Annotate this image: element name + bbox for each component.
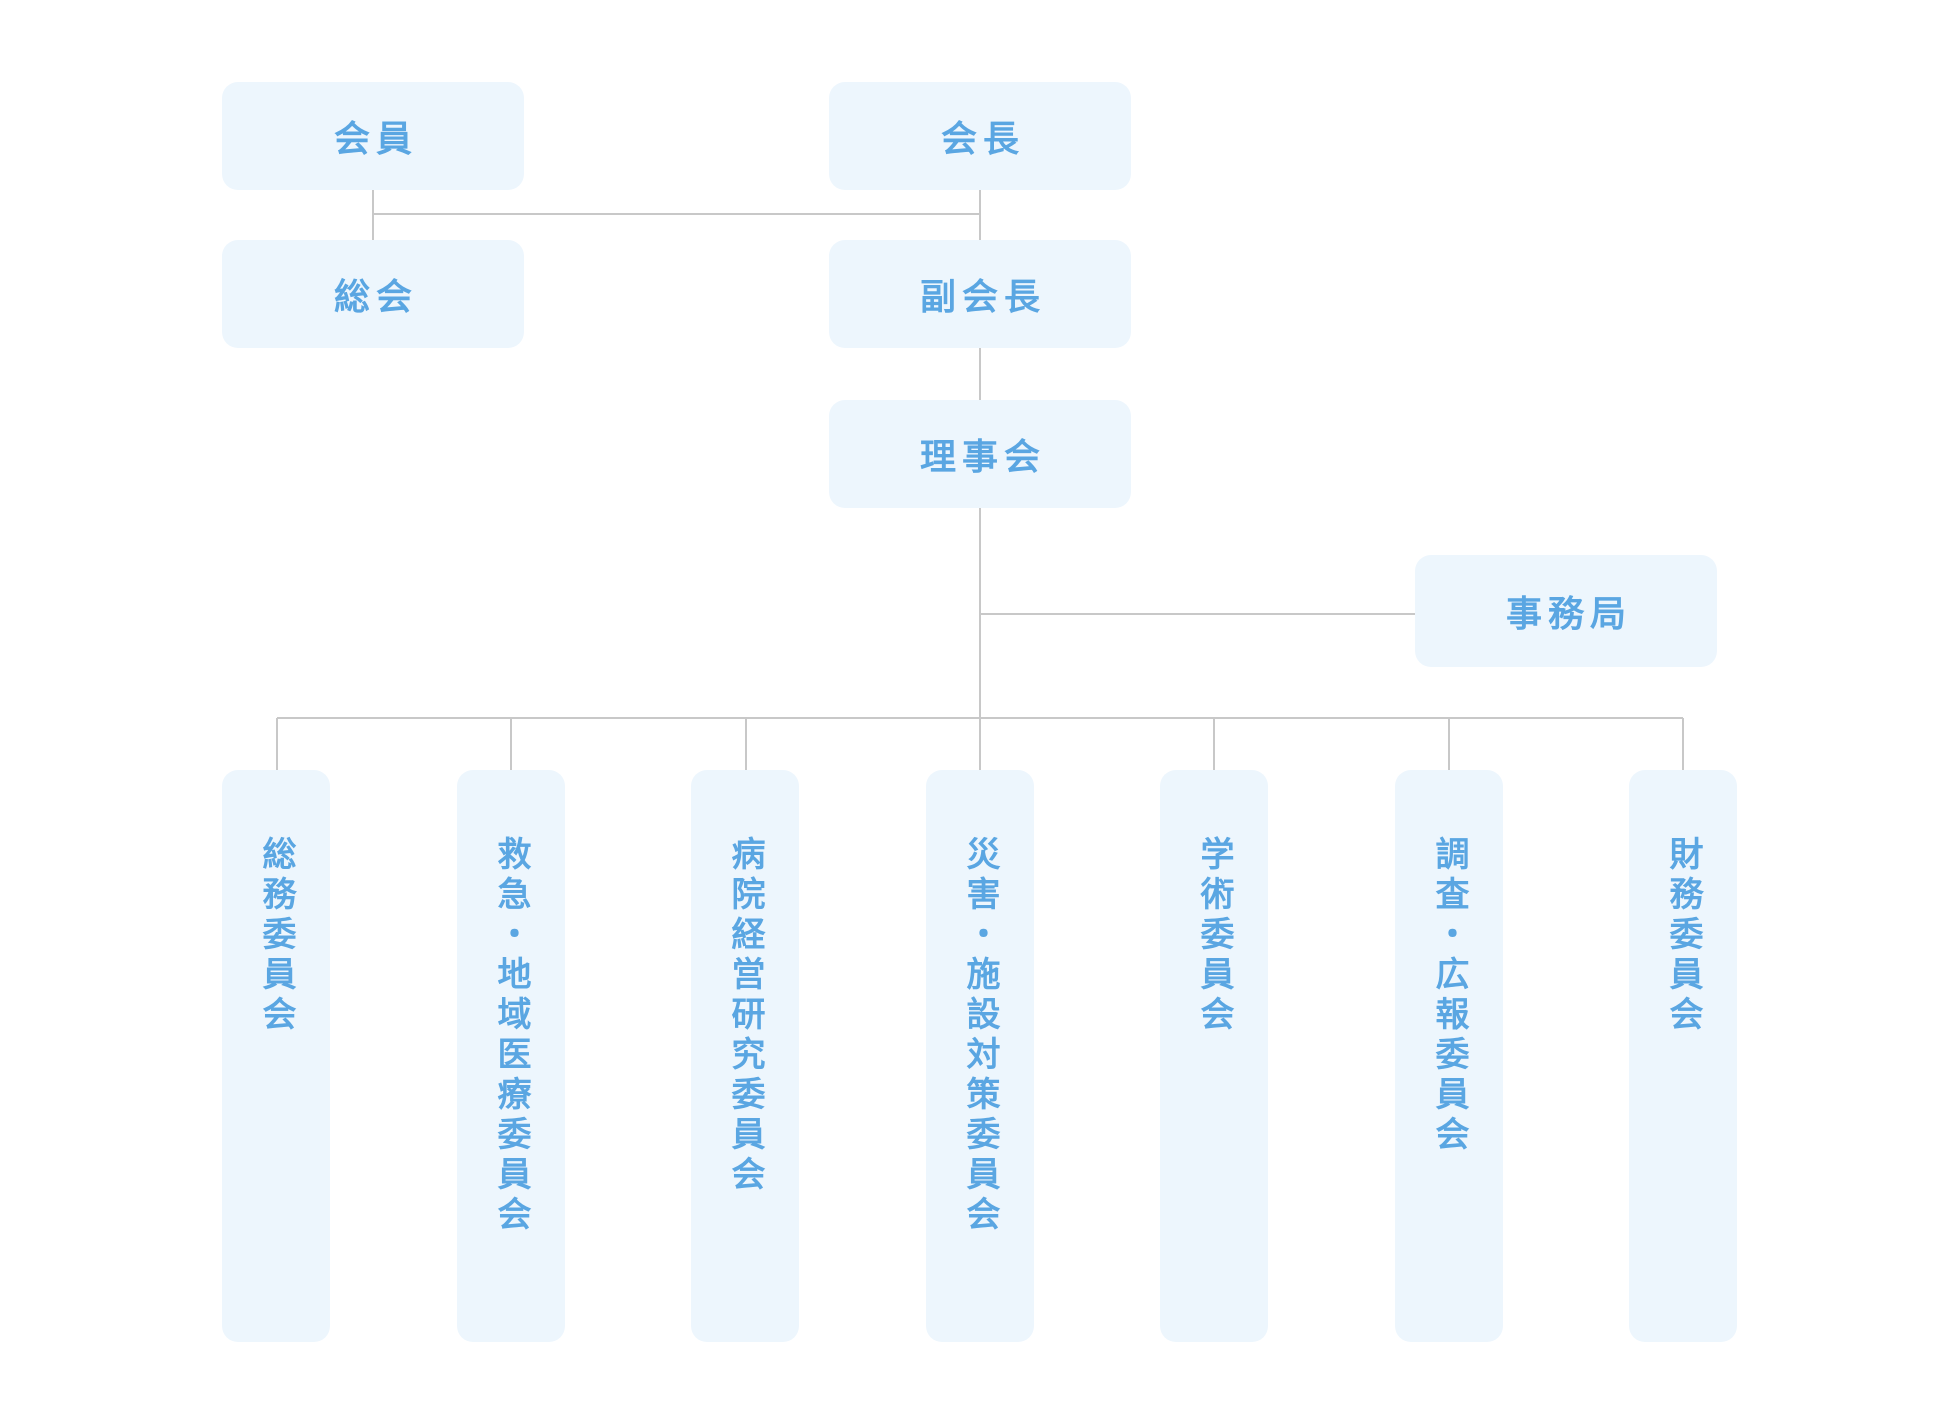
committee-box: 学術委員会: [1160, 770, 1268, 1342]
node-jimukyoku-label: 事務局: [1505, 594, 1632, 635]
committee-label: 救急・地域医療委員会: [491, 836, 531, 1236]
node-fukukaicho: 副会長: [829, 240, 1131, 348]
node-sokai-label: 総会: [333, 277, 418, 318]
committee-label: 病院経営研究委員会: [725, 836, 765, 1196]
committee-box: 救急・地域医療委員会: [457, 770, 565, 1342]
node-jimukyoku: 事務局: [1415, 555, 1717, 667]
committee-box: 病院経営研究委員会: [691, 770, 799, 1342]
committee-box: 調査・広報委員会: [1395, 770, 1503, 1342]
committee-label: 総務委員会: [256, 836, 296, 1036]
node-fukukaicho-label: 副会長: [919, 277, 1046, 318]
committee-box: 財務委員会: [1629, 770, 1737, 1342]
node-rijikai: 理事会: [829, 400, 1131, 508]
node-kaiin-label: 会員: [333, 119, 418, 160]
node-sokai: 総会: [222, 240, 524, 348]
node-kaicho: 会長: [829, 82, 1131, 190]
committee-box: 災害・施設対策委員会: [926, 770, 1034, 1342]
node-kaicho-label: 会長: [940, 119, 1025, 160]
committee-label: 財務委員会: [1663, 836, 1703, 1036]
node-rijikai-label: 理事会: [919, 437, 1046, 478]
committee-label: 災害・施設対策委員会: [960, 836, 1000, 1236]
committee-label: 学術委員会: [1194, 836, 1234, 1036]
node-kaiin: 会員: [222, 82, 524, 190]
committee-box: 総務委員会: [222, 770, 330, 1342]
committee-label: 調査・広報委員会: [1429, 836, 1469, 1156]
